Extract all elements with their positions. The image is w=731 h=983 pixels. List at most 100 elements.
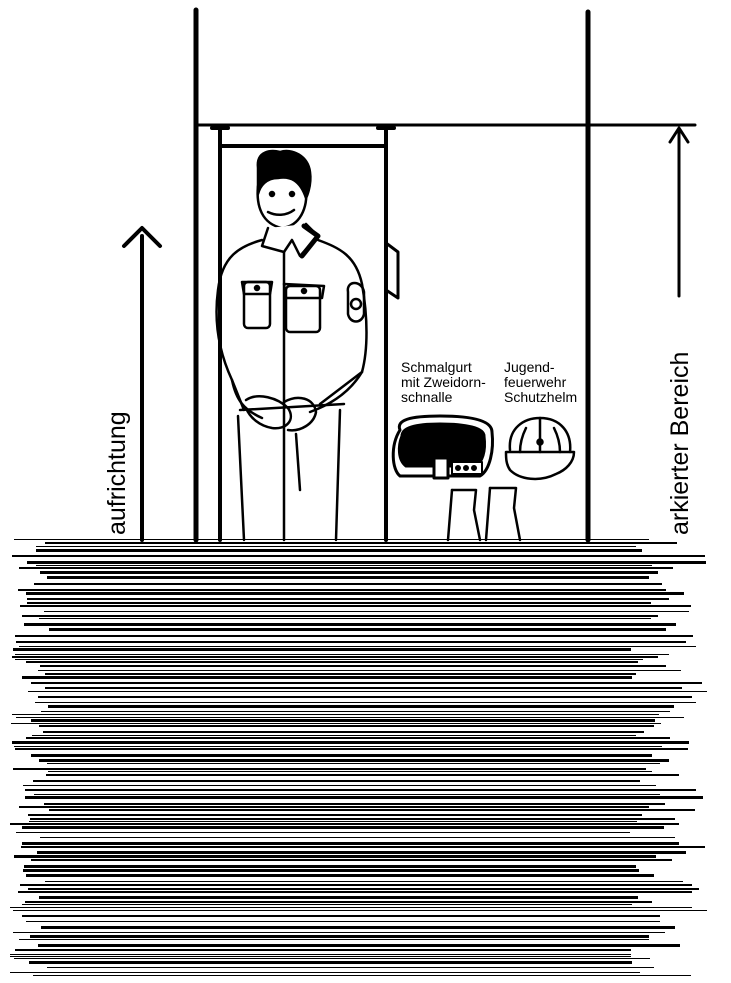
scan-line [36, 546, 636, 547]
scan-line [10, 972, 640, 973]
scan-line [40, 837, 675, 838]
scan-line [33, 975, 691, 976]
belt-label: Schmalgurt mit Zweidorn- schnalle [401, 360, 486, 405]
scan-line [26, 592, 684, 595]
scan-line [14, 958, 650, 959]
scan-line [18, 891, 692, 893]
scan-line [29, 821, 637, 822]
scan-line [12, 555, 705, 557]
scan-line [11, 723, 661, 724]
scan-line [31, 859, 672, 861]
scan-line [28, 888, 699, 890]
scan-line [22, 904, 632, 905]
scan-line [15, 949, 631, 951]
scan-line [36, 565, 652, 566]
scan-line [15, 654, 669, 655]
scan-line [39, 759, 669, 762]
scan-line [20, 884, 692, 886]
scan-line [10, 823, 679, 825]
scan-line [16, 832, 630, 833]
scan-line [23, 785, 656, 786]
belt-illustration [393, 416, 492, 478]
scan-line [10, 907, 692, 908]
scan-line [47, 576, 649, 579]
scan-line [19, 939, 649, 940]
scan-line [41, 926, 675, 929]
scan-line [48, 771, 652, 772]
scan-line [19, 567, 673, 569]
scan-line [27, 598, 669, 600]
scan-line [24, 623, 676, 626]
scan-line [48, 705, 674, 708]
scan-line [15, 635, 693, 637]
scan-line [47, 967, 654, 968]
scan-line [26, 661, 638, 663]
scan-line [38, 944, 680, 947]
boots-illustration [448, 488, 520, 540]
scan-line [19, 806, 649, 808]
scan-line [38, 670, 681, 671]
scan-line [40, 571, 658, 574]
scan-line [40, 665, 666, 667]
scan-line [22, 676, 632, 679]
scan-line [26, 874, 654, 877]
scan-line [39, 618, 651, 619]
scan-line [24, 865, 636, 868]
helmet-illustration [506, 418, 574, 479]
scan-line [38, 696, 692, 698]
scan-line [27, 561, 706, 564]
scan-line [12, 714, 659, 715]
scan-line [36, 549, 642, 552]
scan-line [22, 842, 679, 845]
scan-line [28, 814, 642, 816]
scan-line [13, 648, 631, 651]
scan-line [27, 602, 651, 604]
scan-line [45, 881, 683, 882]
left-vertical-label: aufrichtung [103, 411, 132, 535]
scan-line [39, 896, 638, 899]
scan-line [46, 774, 679, 776]
scan-line [12, 741, 689, 744]
scan-line [41, 711, 670, 712]
helmet-label: Jugend- feuerwehr Schutzhelm [504, 360, 577, 405]
scan-line [18, 589, 666, 591]
scan-line [37, 851, 686, 854]
scan-line [22, 615, 658, 617]
scan-line [44, 611, 689, 612]
scan-line [30, 935, 649, 938]
scan-line [44, 803, 665, 805]
scan-line [15, 659, 643, 660]
scan-line [31, 754, 652, 757]
scan-line [31, 719, 655, 722]
scan-line [45, 687, 682, 689]
scan-line [39, 725, 654, 727]
right-vertical-label: arkierter Bereich [666, 352, 695, 535]
person-figure [217, 151, 367, 540]
scan-line [13, 910, 707, 911]
scan-line [28, 691, 707, 692]
scan-line [47, 763, 660, 764]
scan-line [10, 956, 631, 957]
scan-line [49, 628, 666, 631]
scan-line [49, 809, 695, 811]
scan-line [13, 768, 646, 770]
scan-line [16, 717, 684, 718]
scan-line [23, 869, 639, 872]
scan-line [26, 921, 660, 922]
scan-line [19, 646, 696, 647]
scan-line [25, 901, 652, 903]
scan-line [15, 748, 688, 750]
scan-line [13, 932, 665, 933]
scan-line [22, 826, 664, 829]
scan-line [20, 605, 691, 607]
scan-line [16, 641, 686, 643]
scan-artifact-area [0, 535, 731, 983]
scan-line [14, 539, 649, 540]
scan-line [25, 789, 696, 791]
scan-line [10, 954, 631, 955]
scan-line [30, 818, 675, 820]
scan-line [14, 746, 662, 747]
scan-line [35, 702, 696, 703]
scan-line [34, 794, 660, 795]
